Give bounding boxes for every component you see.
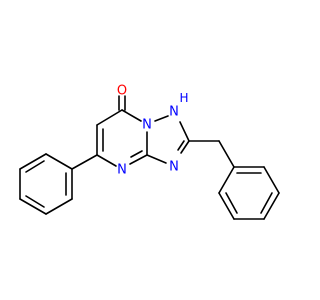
benzyl-phenyl-ring [218,166,280,220]
phenyl-ring [19,153,98,215]
bond-n4-c3a-inner [130,150,143,158]
bond-c5-ph [71,154,98,170]
bond-ph-3-4 [19,198,47,215]
bond-ph-inner-b [25,195,45,208]
bond-c5-n4 [96,154,117,167]
bond-n3-c3a [146,154,167,164]
benzyl-linker [188,140,235,168]
bond-bz-inner-c [225,192,238,214]
bond-c7-c6 [96,109,123,126]
atom-nh-hydrogen-label: H [179,91,188,105]
bond-n8-c7 [121,109,142,122]
carbonyl-group [118,95,126,111]
bond-bz-inner-b [260,192,273,214]
atom-bridge-nitrogen-label: N [142,118,152,133]
bond-ph-2-3 [45,198,73,215]
atom-oxygen-label: O [117,84,127,99]
bond-bz-3-4 [263,192,280,220]
atom-pyrimidine-nitrogen-label: N [117,163,127,178]
bond-bz-5-6 [218,192,235,220]
pyrimidinone-ring [96,109,148,167]
bond-ph-5-6 [19,153,47,170]
bond-n8-n1 [154,115,169,122]
bond-ph-inner-c [25,160,45,173]
bond-n1-c2 [179,121,190,142]
atom-triazole-nitrogen-label: N [169,160,179,175]
bond-c2-n3-inner [177,140,185,151]
bond-bz-6-1 [218,166,235,194]
molecule-structure: O N H N N N [19,84,280,220]
bond-bz-2-3 [263,166,280,194]
bond-c2-n3 [180,140,190,154]
bond-n4-c3a [129,154,148,165]
triazole-ring [146,115,190,164]
atom-nh-nitrogen-label: N [169,105,179,120]
bond-ph-6-1 [45,153,73,170]
bond-ch2-ring [218,140,235,168]
